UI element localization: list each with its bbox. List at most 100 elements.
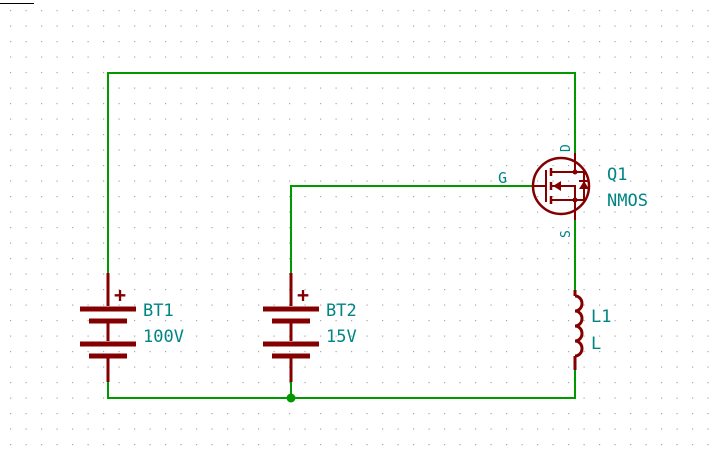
grid-dot [242, 149, 244, 151]
grid-dot [413, 289, 415, 291]
grid-dot [645, 320, 647, 322]
grid-dot [521, 258, 523, 260]
grid-dot [320, 428, 322, 430]
grid-dot [134, 242, 136, 244]
grid-dot [335, 134, 337, 136]
grid-dot [196, 289, 198, 291]
grid-dot [506, 444, 508, 446]
grid-dot [413, 351, 415, 353]
grid-dot [692, 366, 694, 368]
grid-dot [707, 87, 709, 89]
grid-dot [397, 227, 399, 229]
grid-dot [196, 444, 198, 446]
grid-dot [382, 165, 384, 167]
grid-dot [599, 258, 601, 260]
grid-dot [56, 25, 58, 27]
grid-dot [56, 87, 58, 89]
grid-dot [56, 211, 58, 213]
grid-dot [506, 56, 508, 58]
grid-dot [599, 273, 601, 275]
grid-dot [552, 413, 554, 415]
bt1-value-label: 100V [143, 327, 184, 347]
grid-dot [506, 351, 508, 353]
grid-dot [41, 289, 43, 291]
grid-dot [103, 103, 105, 105]
grid-dot [568, 180, 570, 182]
grid-dot [134, 335, 136, 337]
grid-dot [335, 258, 337, 260]
grid-dot [10, 180, 12, 182]
grid-dot [103, 134, 105, 136]
grid-dot [87, 103, 89, 105]
grid-dot [676, 413, 678, 415]
grid-dot [335, 335, 337, 337]
grid-dot [645, 196, 647, 198]
grid-dot [692, 72, 694, 74]
grid-dot [351, 103, 353, 105]
grid-dot [273, 56, 275, 58]
grid-dot [351, 444, 353, 446]
grid-dot [413, 118, 415, 120]
grid-dot [335, 351, 337, 353]
grid-dot [475, 242, 477, 244]
grid-dot [56, 413, 58, 415]
grid-dot [707, 289, 709, 291]
grid-dot [134, 196, 136, 198]
grid-dot [351, 56, 353, 58]
grid-dot [428, 10, 430, 12]
grid-dot [304, 10, 306, 12]
grid-dot [413, 180, 415, 182]
grid-dot [366, 289, 368, 291]
grid-dot [149, 134, 151, 136]
grid-dot [645, 382, 647, 384]
grid-dot [692, 41, 694, 43]
grid-dot [118, 351, 120, 353]
grid-dot [444, 56, 446, 58]
grid-dot [72, 428, 74, 430]
grid-dot [459, 165, 461, 167]
nmos-source-node [572, 197, 578, 203]
grid-dot [506, 227, 508, 229]
grid-dot [692, 134, 694, 136]
grid-dot [397, 320, 399, 322]
grid-dot [490, 304, 492, 306]
grid-dot [475, 211, 477, 213]
grid-dot [289, 413, 291, 415]
grid-dot [382, 196, 384, 198]
grid-dot [56, 10, 58, 12]
grid-dot [149, 56, 151, 58]
grid-dot [661, 273, 663, 275]
grid-dot [583, 72, 585, 74]
grid-dot [72, 149, 74, 151]
grid-dot [568, 103, 570, 105]
grid-dot [180, 10, 182, 12]
grid-dot [165, 196, 167, 198]
nmos-drain-node [572, 169, 578, 175]
grid-dot [490, 413, 492, 415]
grid-dot [475, 134, 477, 136]
grid-dot [366, 118, 368, 120]
grid-dot [413, 10, 415, 12]
grid-dot [692, 444, 694, 446]
grid-dot [273, 196, 275, 198]
grid-dot [568, 413, 570, 415]
grid-dot [521, 320, 523, 322]
grid-dot [41, 428, 43, 430]
grid-dot [459, 382, 461, 384]
grid-dot [444, 444, 446, 446]
grid-dot [149, 413, 151, 415]
grid-dot [428, 25, 430, 27]
grid-dot [707, 304, 709, 306]
grid-dot [41, 180, 43, 182]
grid-dot [227, 335, 229, 337]
grid-dot [87, 273, 89, 275]
grid-dot [25, 351, 27, 353]
grid-dot [335, 320, 337, 322]
grid-dot [10, 320, 12, 322]
grid-dot [537, 10, 539, 12]
grid-dot [475, 258, 477, 260]
grid-dot [134, 304, 136, 306]
grid-dot [25, 25, 27, 27]
grid-dot [41, 103, 43, 105]
grid-dot [25, 428, 27, 430]
